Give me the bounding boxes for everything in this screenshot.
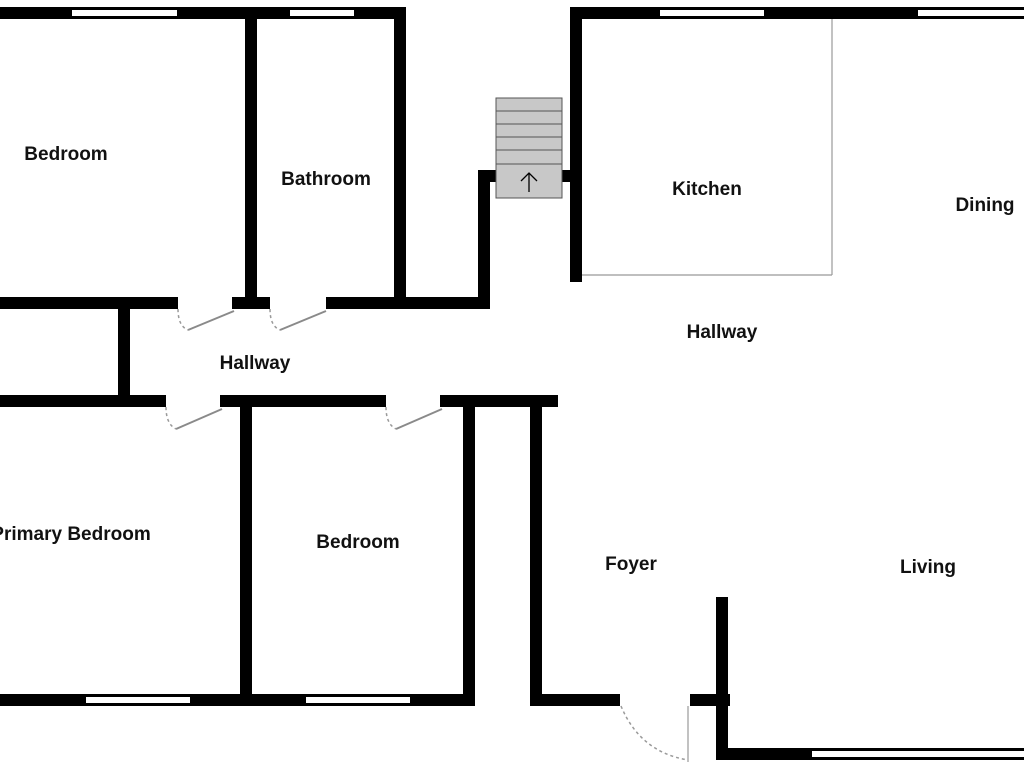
wall-stair-top [478,170,496,182]
stair-tread [495,97,563,112]
door-swing-primary-bedroom [165,406,177,430]
room-label-primary-bedroom: Primary Bedroom [0,524,151,545]
stair-tread [495,149,563,165]
wall-hall-top-2 [232,297,270,309]
wall-closet [118,303,130,407]
room-label-bedroom-middle: Bedroom [316,532,399,553]
wall-hall-bottom-2 [220,395,386,407]
wall-stair-side [478,170,490,309]
room-label-dining: Dining [955,195,1014,216]
window-kitchen [660,10,764,16]
wall-hall-top-3 [326,297,490,309]
doors [165,308,689,761]
room-label-bathroom: Bathroom [281,169,371,190]
room-label-foyer: Foyer [605,554,657,575]
wall-foyer-left [530,401,542,706]
door-swing-entry [620,705,689,761]
door-bedroom-top [187,310,235,331]
window-primary-bedroom [86,697,190,703]
wall-hall-top-1 [0,297,178,309]
window-bedroom-top [72,10,177,16]
thin-lines [582,19,833,762]
door-bathroom [279,310,327,331]
door-primary-bedroom [175,408,223,430]
room-label-kitchen: Kitchen [672,179,742,200]
window-bathroom [290,10,354,16]
room-label-bedroom-top-left: Bedroom [24,144,107,165]
windows [72,10,1024,757]
window-living [812,751,1024,757]
stairs [495,97,563,199]
room-label-living: Living [900,557,956,578]
wall-primary-bedroom-right [240,401,252,706]
stair-tread [495,136,563,151]
stair-tread [495,123,563,138]
stair-tread [495,110,563,125]
wall-hall-bottom-1 [0,395,166,407]
wall-bedroom-right [463,401,475,706]
window-dining [918,10,1024,16]
room-label-hallway-center: Hallway [687,322,758,343]
wall-kitchen-left [570,7,582,282]
window-bedroom-bottom [306,697,410,703]
room-label-hallway-left: Hallway [220,353,291,374]
wall-bedroom-bathroom [245,7,257,309]
door-swing-bedroom-top [177,308,189,331]
door-swing-bathroom [269,308,281,331]
wall-bathroom-right [394,7,406,309]
wall-living-left [716,597,728,760]
wall-foyer-bottom [530,694,620,706]
room-labels: Bedroom Bathroom Kitchen Dining Hallway … [0,144,1015,578]
door-bedroom-middle [395,408,443,430]
up-arrow-icon [520,172,538,192]
door-swing-bedroom-middle [385,406,397,430]
